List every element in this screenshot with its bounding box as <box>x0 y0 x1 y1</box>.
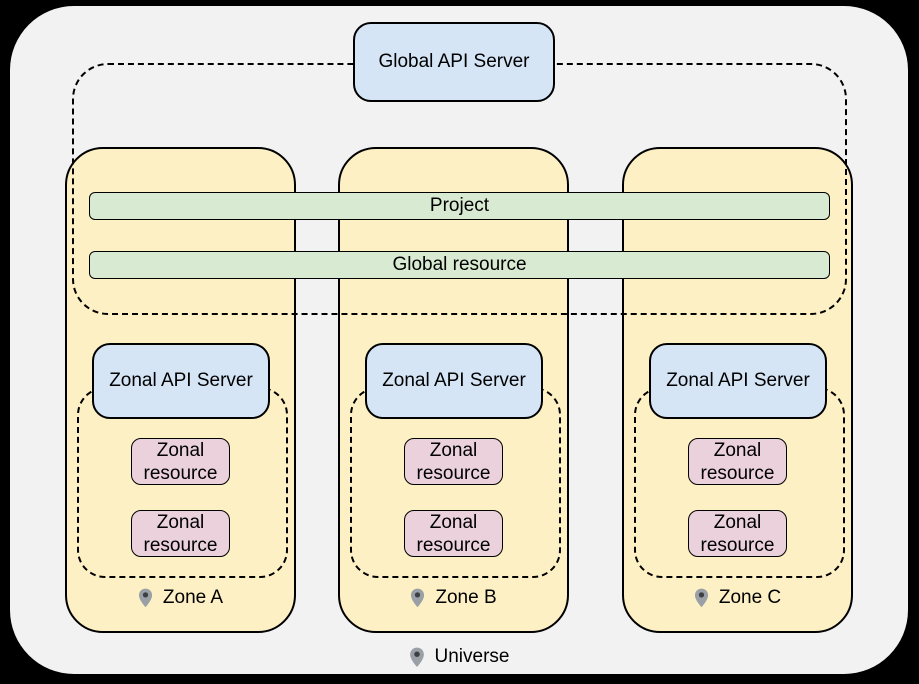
zone-a-zonal-api-server-box: Zonal API Server <box>92 343 270 419</box>
global-resource-bar: Global resource <box>89 251 830 279</box>
zone-label-text: Zone C <box>718 587 782 608</box>
zone-a-zonal-resource-2: Zonal resource <box>131 510 230 557</box>
zone-b-zonal-api-server-box: Zonal API Server <box>365 343 543 419</box>
zonal-resource-label: Zonal resource <box>700 511 775 556</box>
global-resource-bar-label: Global resource <box>392 254 527 275</box>
zone-a-zonal-resource-1: Zonal resource <box>131 438 230 485</box>
universe-label: Universe <box>10 642 908 672</box>
global-api-server-label: Global API Server <box>378 51 530 72</box>
zone-a-label: Zone A <box>65 584 296 612</box>
zonal-resource-label: Zonal resource <box>416 511 491 556</box>
zonal-resource-label: Zonal resource <box>143 439 218 484</box>
zonal-resource-label: Zonal resource <box>700 439 775 484</box>
project-bar-label: Project <box>429 195 490 216</box>
project-bar: Project <box>89 192 830 220</box>
zone-c-zonal-resource-2: Zonal resource <box>688 510 787 557</box>
zone-b-zonal-resource-2: Zonal resource <box>404 510 503 557</box>
zone-c-zonal-api-server-box: Zonal API Server <box>649 343 827 419</box>
zonal-api-server-label: Zonal API Server <box>382 370 526 391</box>
zone-label-text: Zone B <box>435 587 497 608</box>
zone-c-zonal-resource-1: Zonal resource <box>688 438 787 485</box>
zone-label-text: Zone A <box>162 587 224 608</box>
location-pin-icon <box>138 588 152 608</box>
zonal-api-server-label: Zonal API Server <box>109 370 253 391</box>
zone-b-zonal-resource-1: Zonal resource <box>404 438 503 485</box>
zone-b-label: Zone B <box>338 584 569 612</box>
zone-c-label: Zone C <box>622 584 853 612</box>
zonal-resource-label: Zonal resource <box>143 511 218 556</box>
universe-label-text: Universe <box>434 646 510 667</box>
zonal-api-server-label: Zonal API Server <box>666 370 810 391</box>
global-api-server-box: Global API Server <box>353 22 555 102</box>
location-pin-icon <box>694 588 708 608</box>
location-pin-icon <box>411 588 425 608</box>
location-pin-icon <box>409 647 424 667</box>
zonal-resource-label: Zonal resource <box>416 439 491 484</box>
